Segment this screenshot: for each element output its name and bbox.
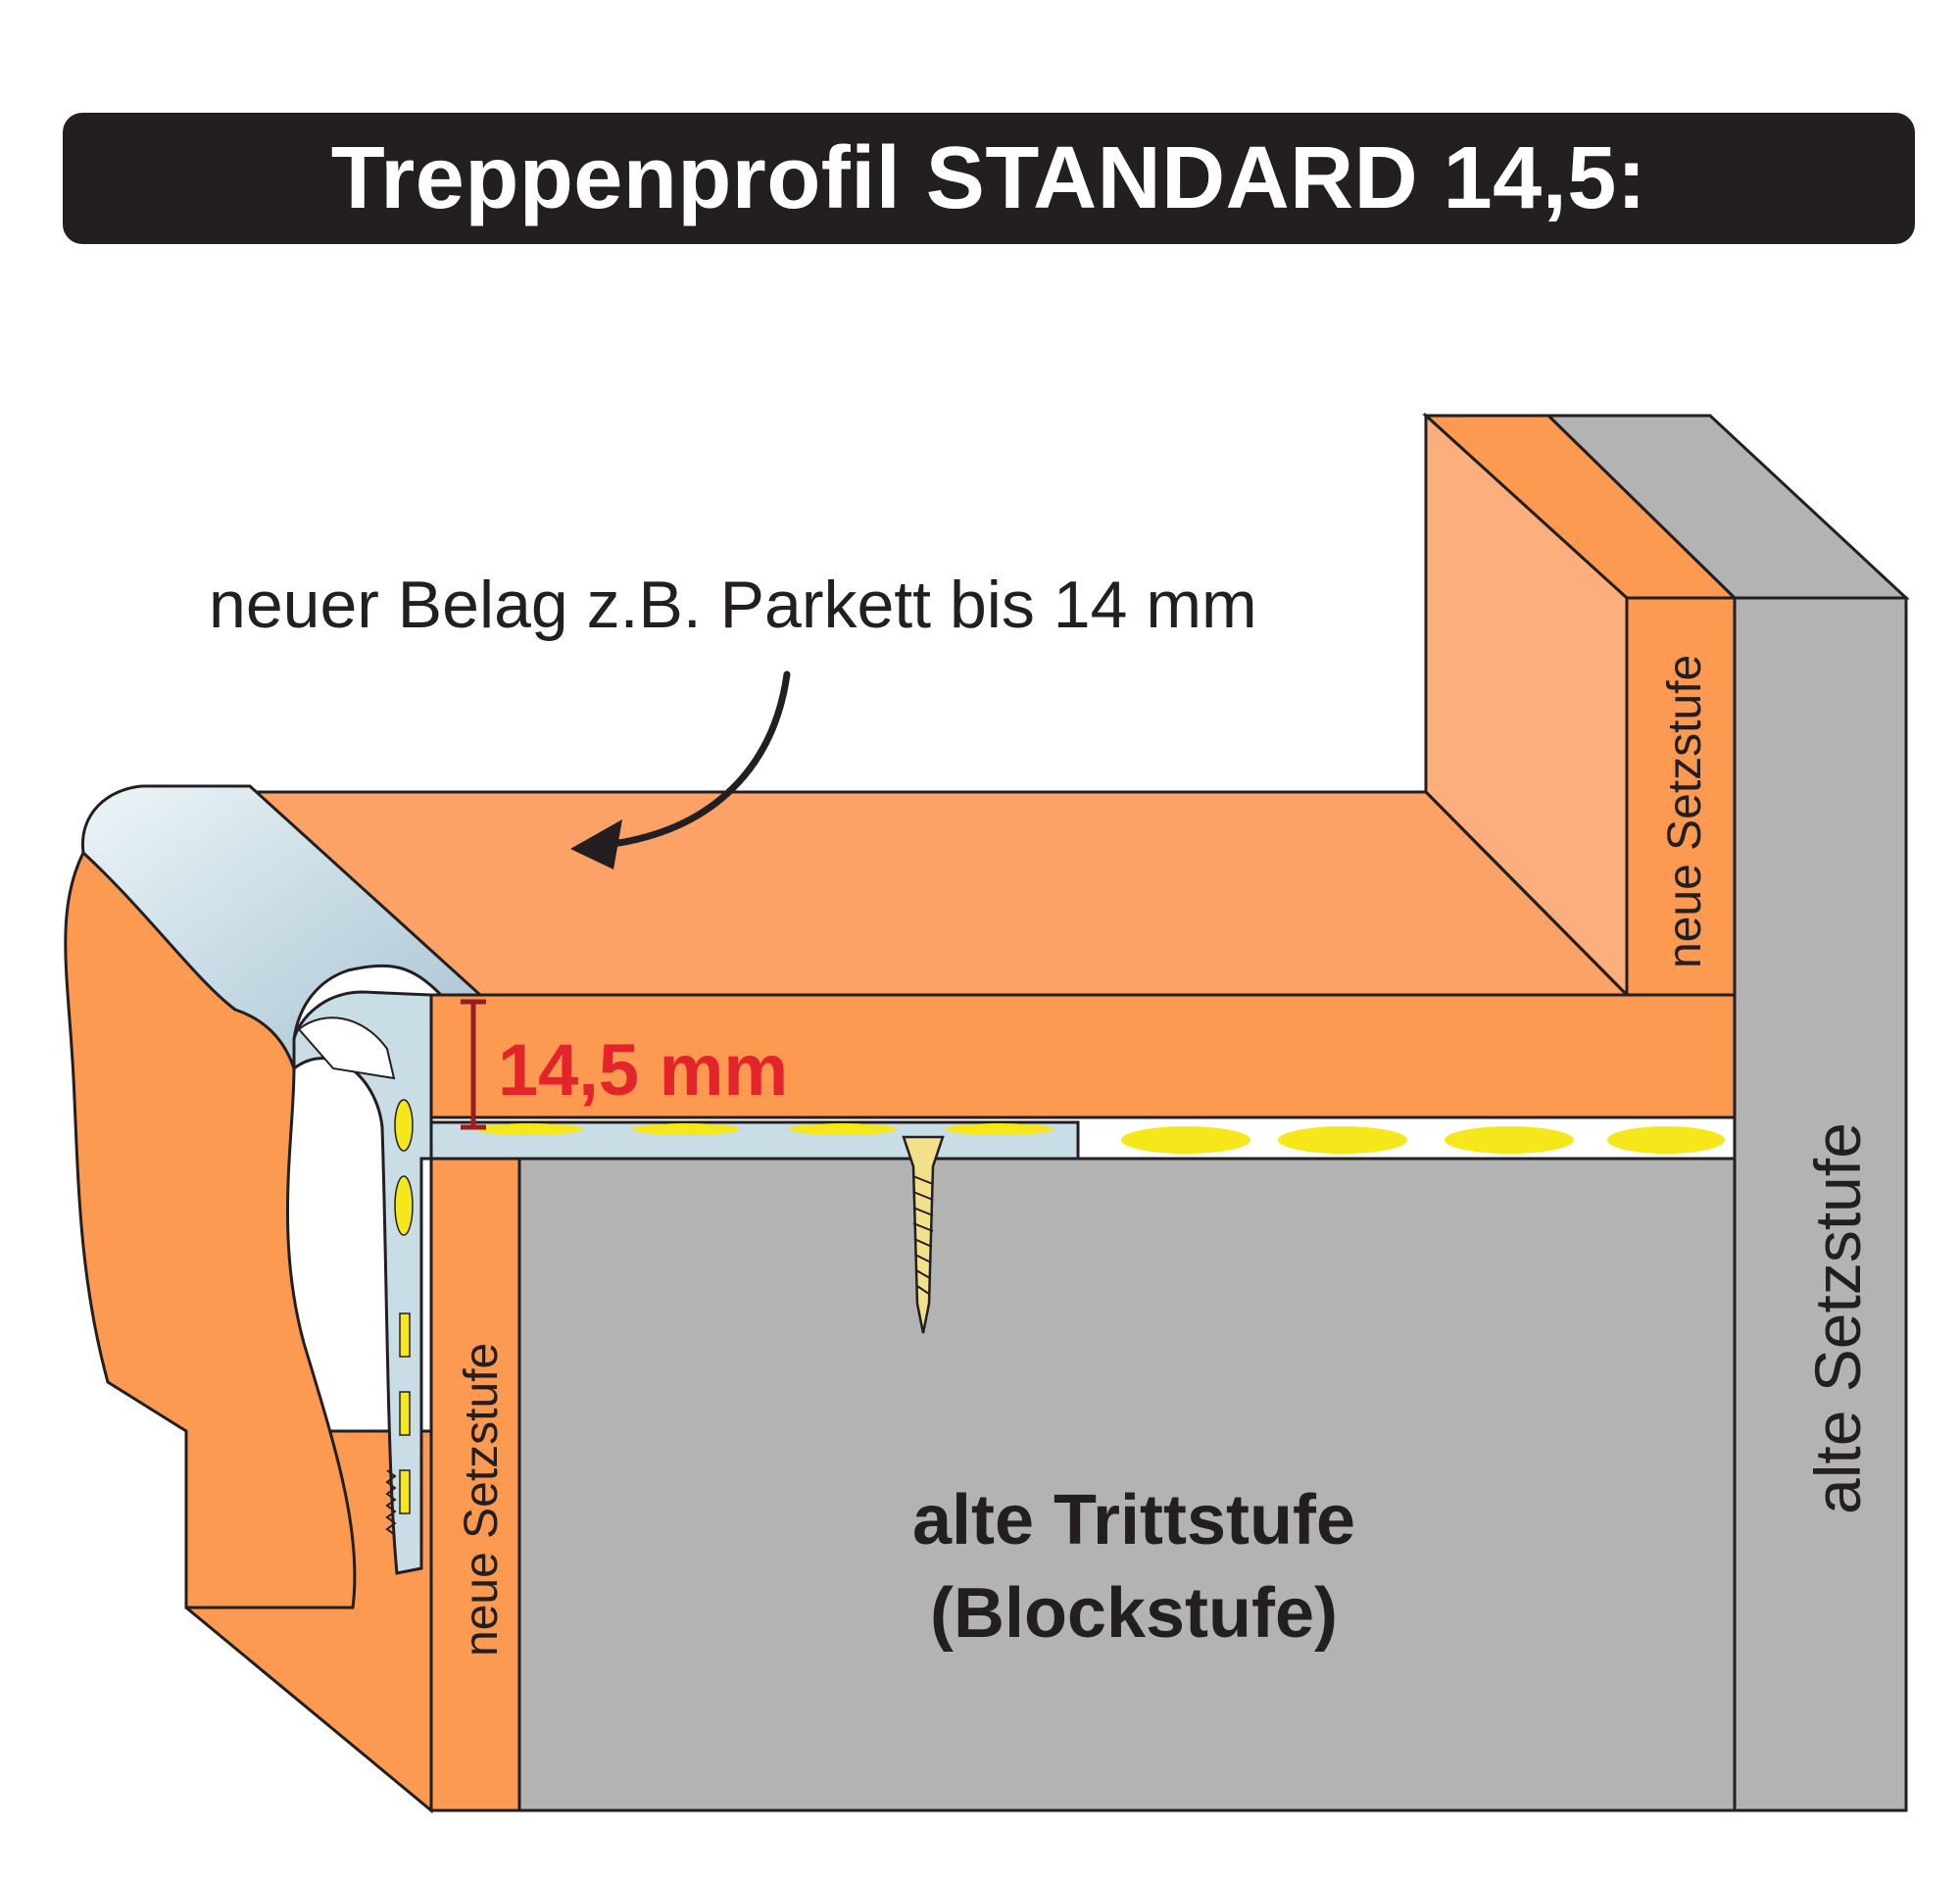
measurement-bar [461,999,486,1130]
aluminium-profile-cap [80,784,484,1069]
old-tread-label-line2: (Blockstufe) [930,1574,1338,1653]
measurement-label: 14,5 mm [498,1029,788,1111]
profile-leg-glue [394,1099,414,1514]
page-title: Treppenprofil STANDARD 14,5: [330,128,1647,227]
title-bar: Treppenprofil STANDARD 14,5: [63,113,1915,244]
old-riser-label: alte Setzstufe [1801,1122,1874,1514]
arrow-head-icon [570,819,622,869]
new-riser-upper-label: neue Setzstufe [1659,655,1711,968]
screw-icon [902,1135,945,1334]
new-tread-top [246,790,1631,997]
flange-glue [475,1123,1054,1135]
old-tread-label-line1: alte Trittstufe [912,1481,1355,1560]
new-riser-lower-label: neue Setzstufe [456,1343,508,1657]
new-covering-label: neuer Belag z.B. Parkett bis 14 mm [209,568,1257,642]
pointer-arrow [602,670,791,849]
